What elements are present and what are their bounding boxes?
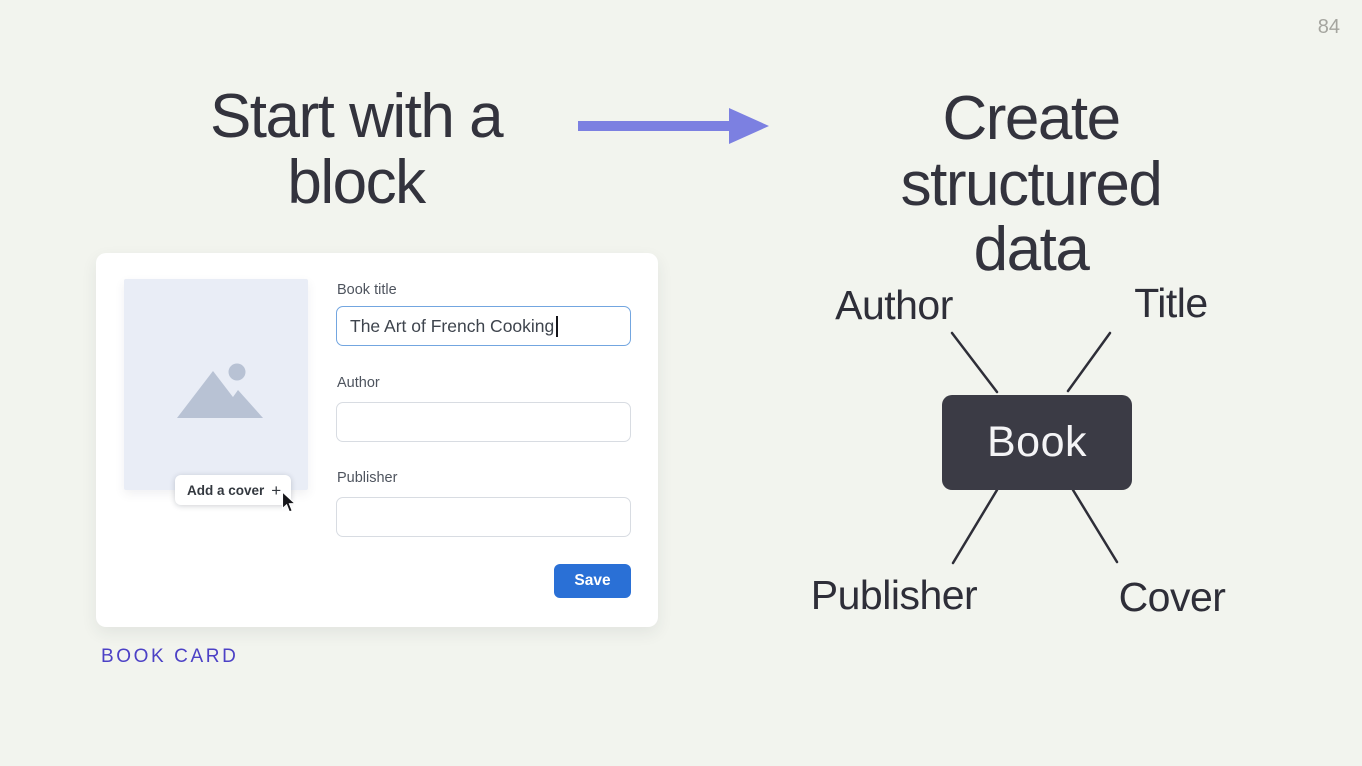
book-card-caption: BOOK CARD [101, 646, 239, 667]
add-cover-button[interactable]: Add a cover + [175, 475, 292, 505]
author-input[interactable] [336, 402, 631, 442]
publisher-label: Publisher [337, 470, 398, 486]
heading-start-with-block: Start with a block [209, 82, 504, 217]
book-title-label: Book title [337, 282, 397, 298]
publisher-input[interactable] [336, 497, 631, 537]
book-title-input[interactable]: The Art of French Cooking [336, 306, 631, 346]
flow-arrow-icon [578, 108, 769, 144]
book-title-value: The Art of French Cooking [350, 315, 555, 336]
mouse-cursor-icon [281, 491, 297, 513]
page-number: 84 [1317, 16, 1340, 38]
attribute-label-cover: Cover [1118, 574, 1226, 620]
heading-create-structured-data: Create structured data [900, 84, 1163, 285]
attribute-label-publisher: Publisher [810, 572, 978, 618]
image-placeholder-icon [177, 363, 263, 418]
author-label: Author [337, 375, 380, 391]
add-cover-label: Add a cover [187, 482, 265, 498]
diagram-connector-lines [950, 331, 1119, 565]
cover-placeholder: Add a cover + [124, 279, 308, 513]
save-button[interactable]: Save [554, 564, 631, 598]
attribute-label-author: Author [835, 282, 953, 328]
book-card: Add a cover + Book title The Art of Fren… [96, 253, 658, 627]
text-caret [556, 315, 558, 337]
plus-icon: + [271, 480, 282, 500]
attribute-label-title: Title [1134, 280, 1208, 326]
book-node: Book [942, 395, 1132, 490]
